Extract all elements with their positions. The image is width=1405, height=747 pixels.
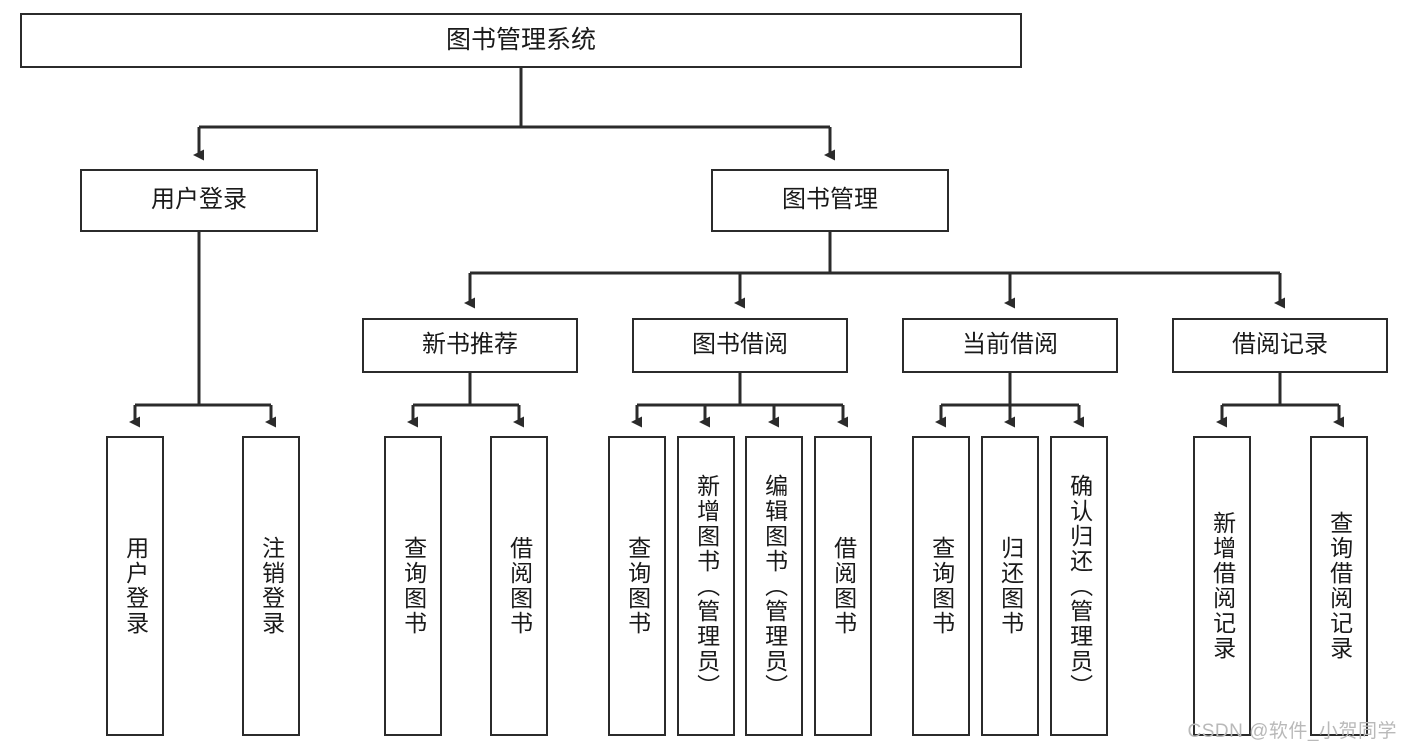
node-book-borrow-label: 图书借阅 bbox=[692, 331, 788, 359]
node-new-book-rec[interactable]: 新书推荐 bbox=[362, 318, 578, 373]
node-leaf-edit-book-label: 编辑图书（管理员） bbox=[761, 473, 788, 699]
node-leaf-confirm-return-label: 确认归还（管理员） bbox=[1066, 473, 1093, 699]
watermark: CSDN @软件_小贺同学 bbox=[1187, 721, 1397, 742]
node-leaf-add-record[interactable]: 新增借阅记录 bbox=[1193, 436, 1251, 736]
node-leaf-borrow-book-1-label: 借阅图书 bbox=[506, 536, 533, 636]
node-leaf-confirm-return[interactable]: 确认归还（管理员） bbox=[1050, 436, 1108, 736]
node-leaf-query-record-label: 查询借阅记录 bbox=[1326, 511, 1353, 661]
node-leaf-borrow-book-2[interactable]: 借阅图书 bbox=[814, 436, 872, 736]
node-leaf-logout[interactable]: 注销登录 bbox=[242, 436, 300, 736]
node-leaf-return-book[interactable]: 归还图书 bbox=[981, 436, 1039, 736]
node-leaf-query-book-3-label: 查询图书 bbox=[928, 536, 955, 636]
node-borrow-record[interactable]: 借阅记录 bbox=[1172, 318, 1388, 373]
node-leaf-query-book-1-label: 查询图书 bbox=[400, 536, 427, 636]
node-leaf-borrow-book-1[interactable]: 借阅图书 bbox=[490, 436, 548, 736]
node-book-borrow[interactable]: 图书借阅 bbox=[632, 318, 848, 373]
node-leaf-logout-label: 注销登录 bbox=[258, 536, 285, 636]
node-current-borrow-label: 当前借阅 bbox=[962, 331, 1058, 359]
node-leaf-return-book-label: 归还图书 bbox=[997, 536, 1024, 636]
node-leaf-add-book[interactable]: 新增图书（管理员） bbox=[677, 436, 735, 736]
node-leaf-query-book-1[interactable]: 查询图书 bbox=[384, 436, 442, 736]
node-leaf-add-record-label: 新增借阅记录 bbox=[1209, 511, 1236, 661]
node-root-label: 图书管理系统 bbox=[445, 25, 596, 54]
node-leaf-borrow-book-2-label: 借阅图书 bbox=[830, 536, 857, 636]
node-new-book-rec-label: 新书推荐 bbox=[422, 331, 518, 359]
node-leaf-query-book-2-label: 查询图书 bbox=[624, 536, 651, 636]
node-leaf-edit-book[interactable]: 编辑图书（管理员） bbox=[745, 436, 803, 736]
node-book-manage-label: 图书管理 bbox=[782, 186, 878, 214]
node-leaf-query-record[interactable]: 查询借阅记录 bbox=[1310, 436, 1368, 736]
node-borrow-record-label: 借阅记录 bbox=[1232, 331, 1328, 359]
node-current-borrow[interactable]: 当前借阅 bbox=[902, 318, 1118, 373]
node-book-manage[interactable]: 图书管理 bbox=[711, 169, 949, 232]
node-leaf-user-login-label: 用户登录 bbox=[122, 536, 149, 636]
node-root[interactable]: 图书管理系统 bbox=[20, 13, 1022, 68]
node-user-login-label: 用户登录 bbox=[151, 186, 247, 214]
node-user-login[interactable]: 用户登录 bbox=[80, 169, 318, 232]
node-leaf-user-login[interactable]: 用户登录 bbox=[106, 436, 164, 736]
node-leaf-query-book-2[interactable]: 查询图书 bbox=[608, 436, 666, 736]
node-leaf-query-book-3[interactable]: 查询图书 bbox=[912, 436, 970, 736]
node-leaf-add-book-label: 新增图书（管理员） bbox=[693, 473, 720, 699]
